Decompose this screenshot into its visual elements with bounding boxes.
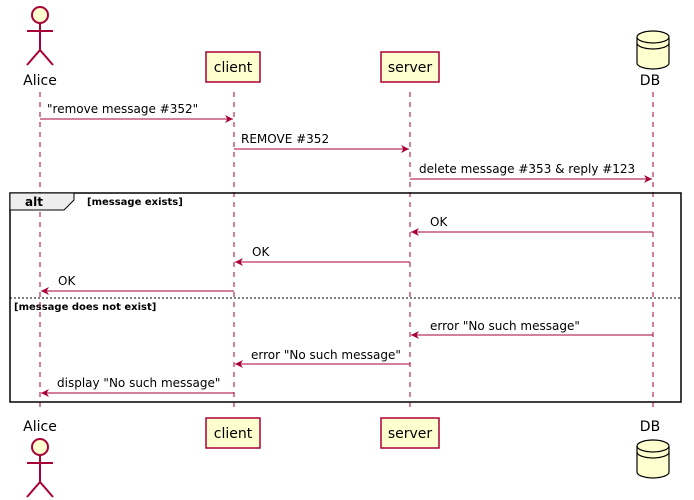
participant-db-label: DB xyxy=(640,73,660,89)
alt-keyword: alt xyxy=(25,195,43,209)
database-db-bottom: DB xyxy=(636,419,670,479)
participant-db-label: DB xyxy=(640,419,660,435)
alt-tab xyxy=(9,192,75,211)
message-label: delete message #353 & reply #123 xyxy=(419,162,635,176)
participant-client-label: client xyxy=(214,426,253,442)
participant-alice-label: Alice xyxy=(23,419,57,435)
participant-alice-label: Alice xyxy=(23,73,57,89)
database-icon-band xyxy=(636,451,670,459)
alt-guard-1: [message exists] xyxy=(87,197,183,208)
participant-server-label: server xyxy=(388,60,433,76)
participant-client-label: client xyxy=(214,60,253,76)
message-label: OK xyxy=(252,245,270,259)
participant-server-top: server xyxy=(380,51,440,83)
actor-body xyxy=(26,23,54,66)
message-label: OK xyxy=(430,215,448,229)
database-icon-top xyxy=(636,30,670,44)
message-label: error "No such message" xyxy=(251,348,401,362)
actor-head xyxy=(31,438,49,456)
message-label: display "No such message" xyxy=(57,376,220,390)
message-label: OK xyxy=(58,274,76,288)
message-label: "remove message #352" xyxy=(47,102,198,116)
actor-head xyxy=(31,6,49,24)
participant-server-label: server xyxy=(388,426,433,442)
alt-fragment: alt [message exists] [message does not e… xyxy=(9,192,682,403)
message-label: error "No such message" xyxy=(430,319,580,333)
actor-body xyxy=(26,455,54,498)
actor-alice-top: Alice xyxy=(23,6,57,89)
actor-alice-bottom: Alice xyxy=(23,419,57,498)
database-db-top: DB xyxy=(636,30,670,89)
message-label: REMOVE #352 xyxy=(241,132,329,146)
participant-server-bottom: server xyxy=(380,417,440,449)
database-icon-top xyxy=(636,439,670,453)
database-icon xyxy=(636,37,670,70)
participant-client-bottom: client xyxy=(205,417,261,449)
alt-guard-2: [message does not exist] xyxy=(14,302,156,313)
database-icon xyxy=(636,446,670,479)
database-icon-band xyxy=(636,42,670,50)
participant-client-top: client xyxy=(205,51,261,83)
